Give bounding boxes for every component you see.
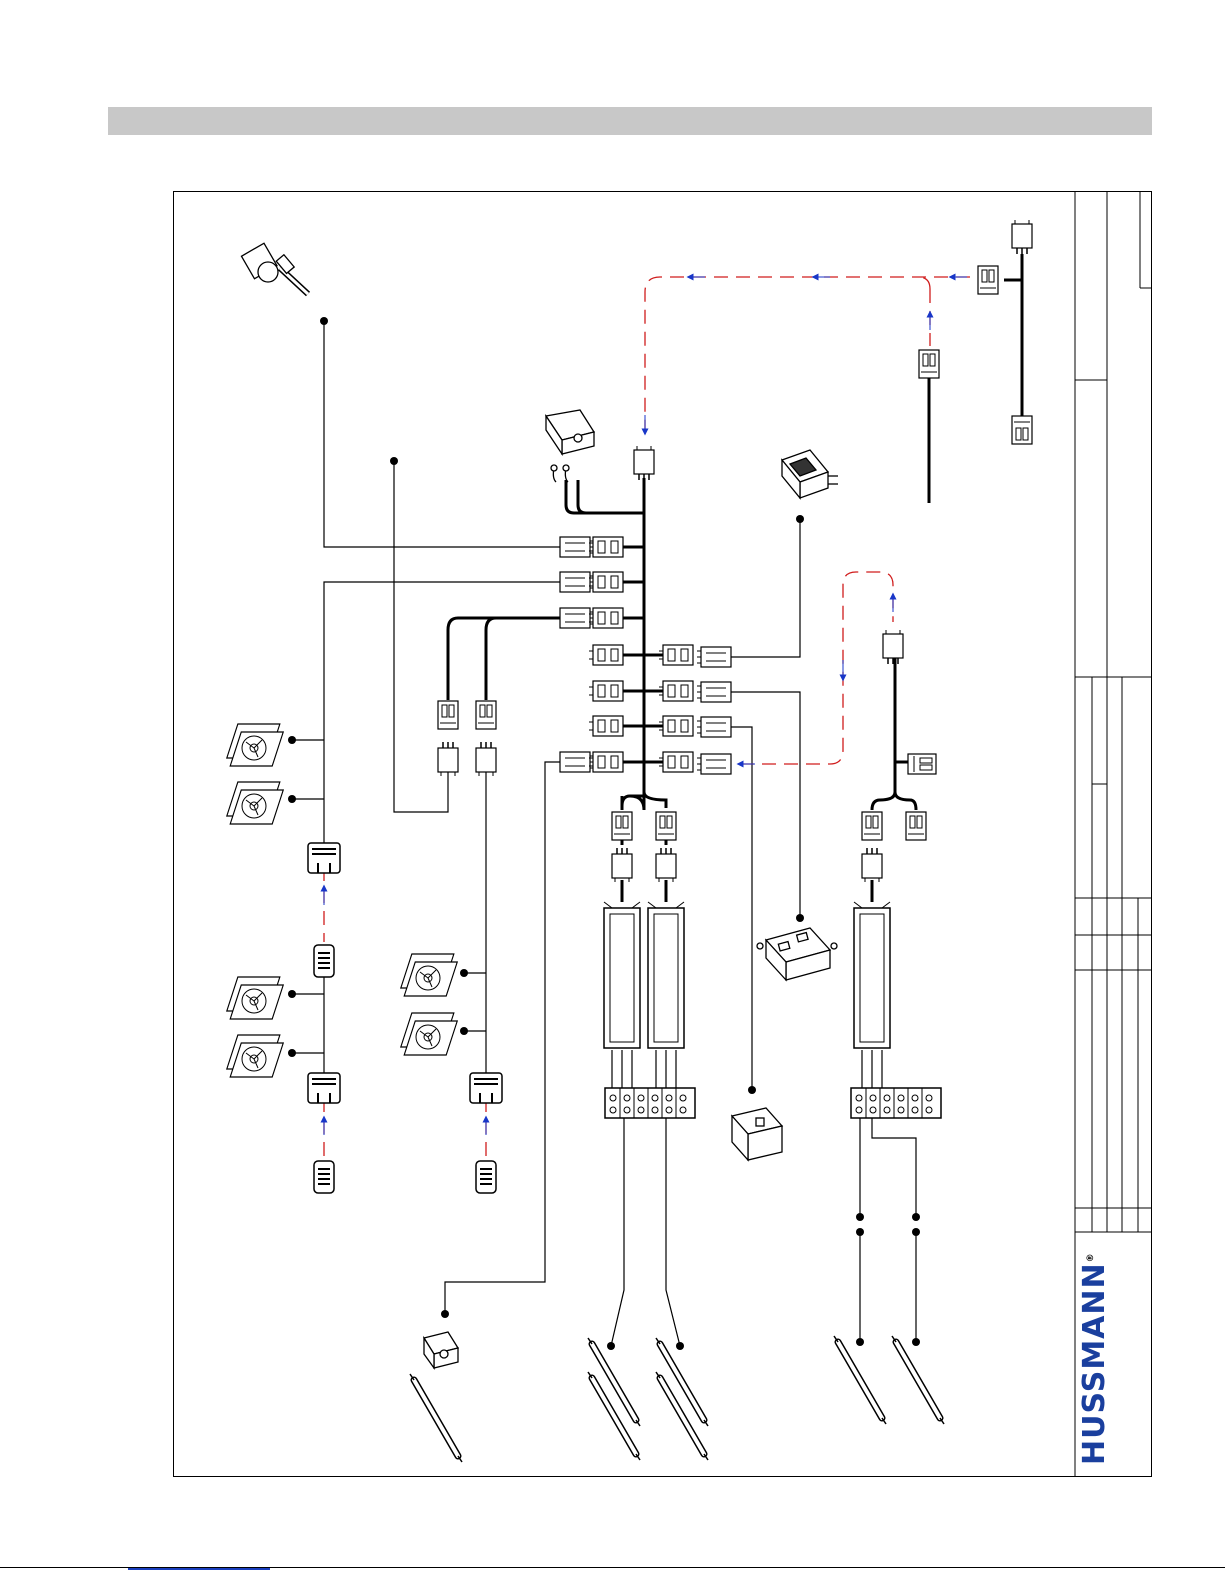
registered-mark: ® [1086,1252,1096,1262]
fan-icon [401,1013,457,1055]
ballast-pigtails [612,812,926,882]
ballast-icon [604,902,640,1048]
wiring-lines [292,254,1022,1346]
terminal-block-icon [605,1088,695,1118]
gfci-receptacle-icon [757,928,837,980]
ballast-icon [854,902,890,1048]
main-harness-connector-icon [634,446,654,480]
fluorescent-lamp-icon [410,1374,462,1462]
solenoid-valve-icon [241,243,308,294]
fan-plug-icon [476,1161,496,1193]
fan-icon [227,1035,283,1077]
fan-icon [227,782,283,824]
harness-connector-row-right [659,645,731,774]
fan-plug-icon [314,1161,334,1193]
pigtail-connectors [438,701,496,776]
logo-text: HUSSMANN [1077,1262,1112,1465]
remote-harness-connectors [883,220,1032,774]
ballast-icon [648,902,684,1048]
terminal-switch-icon [546,410,594,482]
fan-receptacle-icon [470,1073,502,1103]
fluorescent-lamp-icon [892,1336,944,1424]
fluorescent-lamp-icon [834,1336,886,1424]
lamp-socket-icon [424,1332,458,1368]
fan-icon [227,977,283,1019]
rocker-switch-icon [782,450,838,498]
receptacle-box-icon [732,1108,782,1160]
terminal-block-icon [851,1088,941,1118]
fan-icon [227,724,283,766]
fan-receptacle-icon [308,1073,340,1103]
harness-connector-row [560,537,623,772]
fan-receptacle-icon [308,843,340,873]
fan-icon [401,954,457,996]
footer-link[interactable] [128,1568,270,1570]
fan-plug-icon [314,945,334,977]
